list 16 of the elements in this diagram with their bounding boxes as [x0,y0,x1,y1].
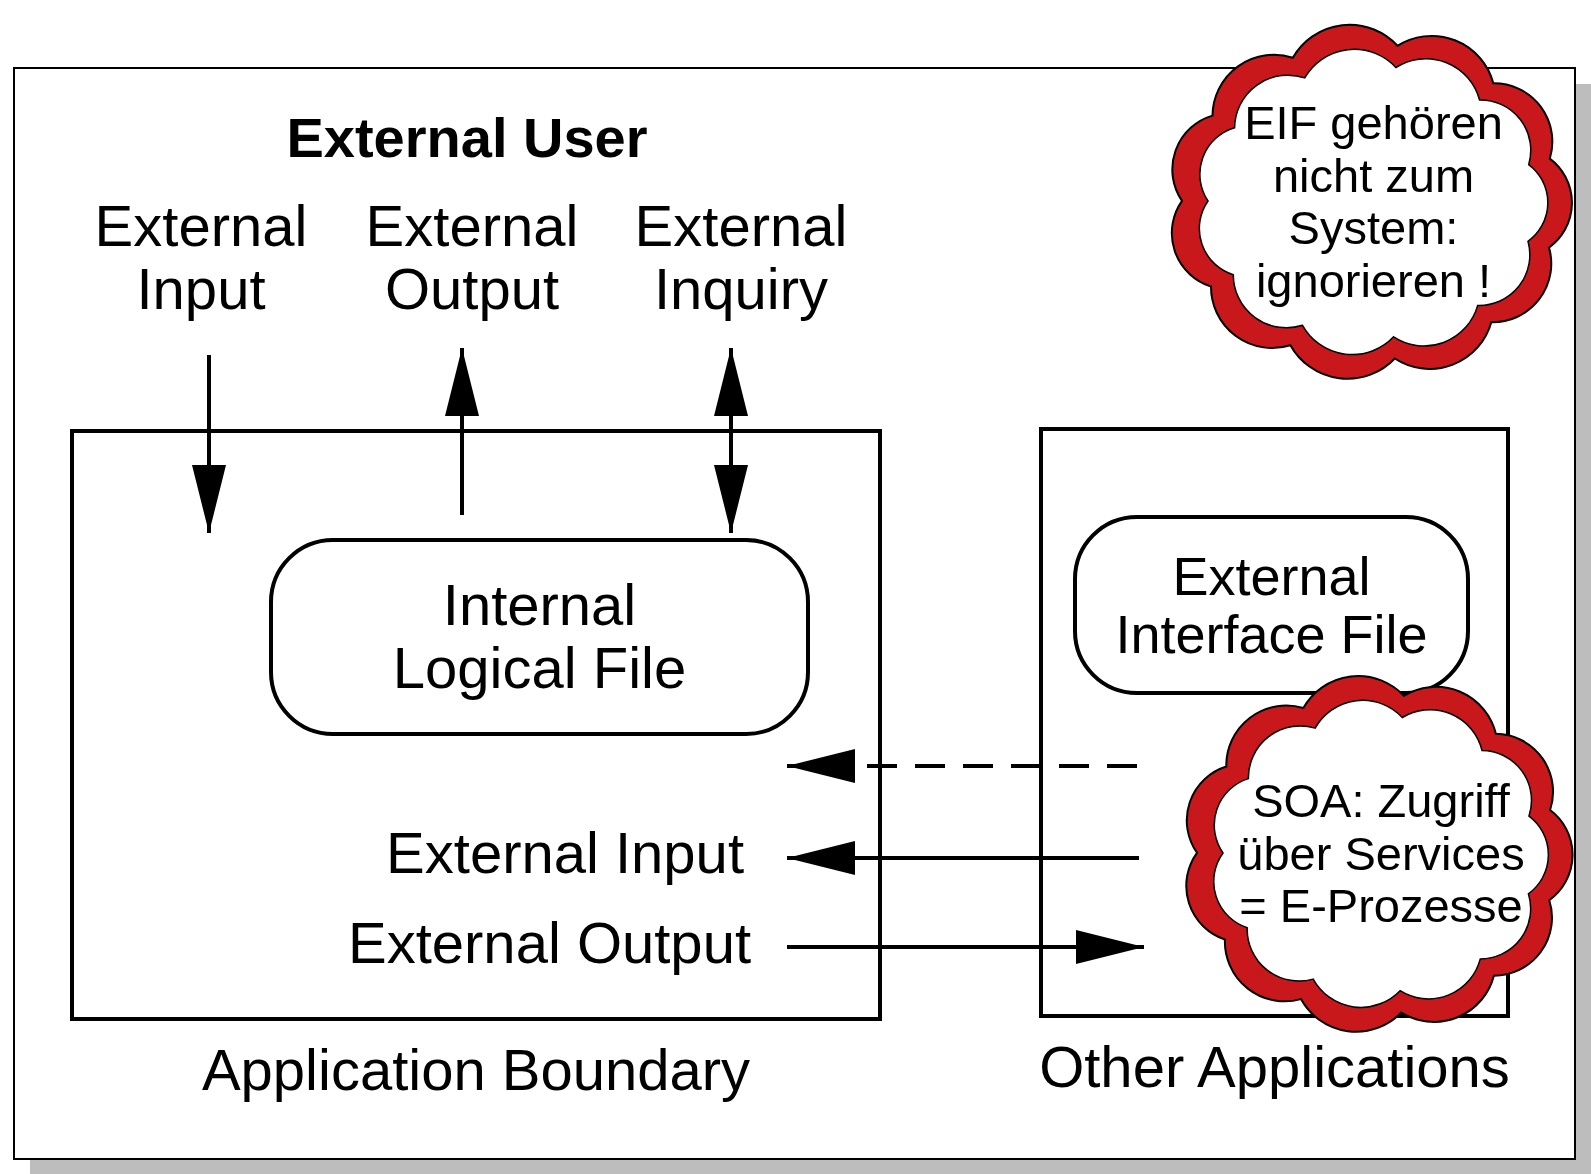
arrow [714,348,748,533]
file-box: External Interface File [1073,515,1470,695]
file-box: Internal Logical File [269,538,810,736]
arrow [192,355,226,533]
arrow [787,930,1144,964]
function-label: External Input [71,195,331,325]
arrow [445,348,479,515]
heading: External User [285,108,649,169]
dashed-arrow [787,749,1137,783]
boundary-caption: Other Applications [1038,1036,1511,1099]
arrow [787,841,1139,875]
callout-text: SOA: Zugriff über Services = E-Prozesse [1236,775,1526,933]
function-label: External Input [355,822,744,890]
function-label: External Output [300,912,751,980]
boundary-caption: Application Boundary [200,1039,752,1102]
callout-text: EIF gehören nicht zum System: ignorieren ! [1243,96,1504,308]
